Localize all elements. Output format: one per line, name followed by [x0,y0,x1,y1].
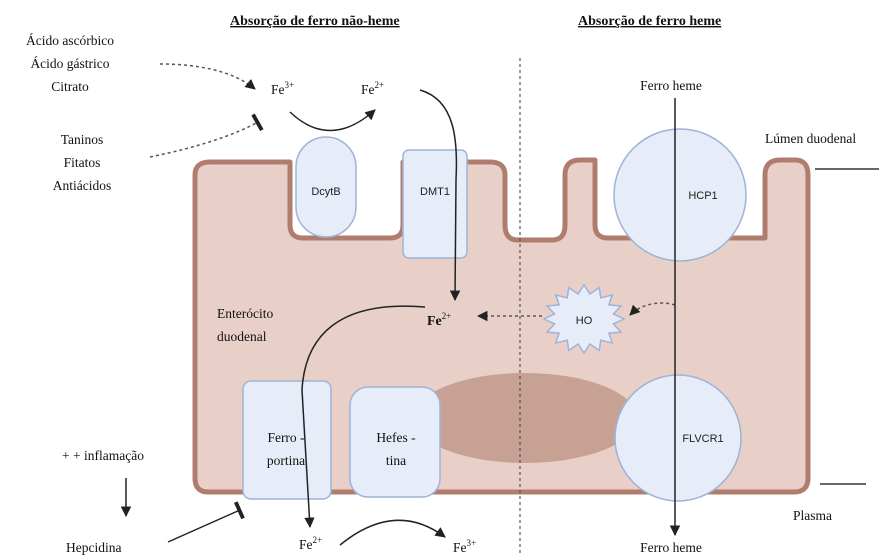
heme-heading: Absorção de ferro heme [578,14,721,29]
plasma-label: Plasma [793,508,832,523]
oxidation-arrow [340,520,445,545]
enterocyte-label: duodenal [217,329,267,344]
inflammation-label: + + inflamação [62,448,144,463]
inhibitor-item: Taninos [61,132,104,147]
nonheme-heading: Absorção de ferro não-heme [230,14,400,29]
inhibitor-item: Fitatos [64,155,101,170]
hephaestin-label: Hefes - [376,430,416,445]
heme-bottom-label: Ferro heme [640,540,702,555]
enhancer-item: Citrato [51,79,89,94]
heme-top-label: Ferro heme [640,78,702,93]
lumen-label: Lúmen duodenal [765,131,856,146]
hepcidin-inhibition-line [168,510,240,542]
enterocyte-label: Enterócito [217,306,273,321]
fe3-bottom-label: Fe3+ [453,538,476,555]
hepcidin-label: Hepcidina [66,540,121,555]
reduction-arrow [290,110,375,131]
fe2-bottom-label: Fe2+ [299,535,322,552]
flvcr1-label: FLVCR1 [682,433,723,445]
ho-label: HO [576,315,593,327]
dmt1-label: DMT1 [420,186,450,198]
ferroportin-label: Ferro - [267,430,305,445]
ferroportin-label: portina [267,453,305,468]
inhibitor-item: Antiácidos [53,178,112,193]
enhancers-list: Ácido ascórbico Ácido gástrico Citrato [26,33,114,94]
nucleus [413,373,637,463]
dcytb-label: DcytB [311,186,340,198]
inhibitor-dotted-line [150,122,258,157]
dmt1-protein [403,150,467,258]
hcp1-protein [614,129,746,261]
enhancer-dotted-arrow [160,64,255,89]
fe3-top-label: Fe3+ [271,80,294,97]
inhibitors-list: Taninos Fitatos Antiácidos [53,132,112,193]
fe2-top-label: Fe2+ [361,80,384,97]
enhancer-item: Ácido ascórbico [26,33,114,48]
hcp1-label: HCP1 [688,190,717,202]
enhancer-item: Ácido gástrico [30,56,109,71]
hephaestin-label: tina [386,453,406,468]
